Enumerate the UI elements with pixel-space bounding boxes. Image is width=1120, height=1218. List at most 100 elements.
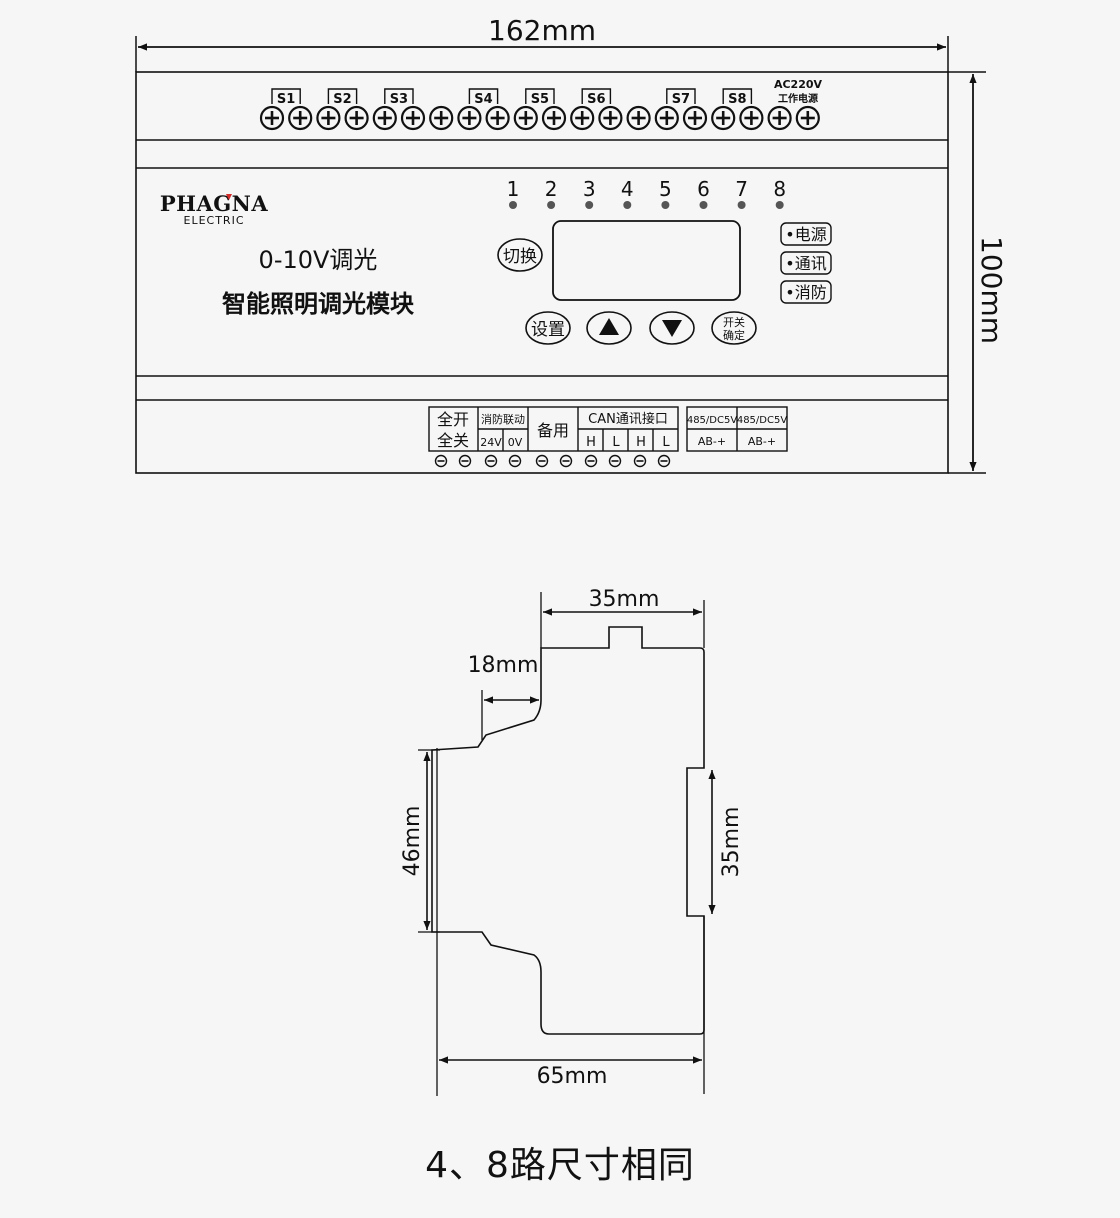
screw-terminal-plus-icon	[570, 105, 595, 131]
bottom-terminal-table: 全开 全关 消防联动 24V 0V 备用 CAN通讯接口 H L H L 485…	[428, 406, 788, 452]
screw-terminal-plus-icon	[288, 105, 313, 131]
rail-height-label: 46mm	[400, 806, 425, 877]
down-arrow-icon	[662, 320, 682, 337]
led-number-3: 3	[583, 177, 596, 201]
screw-terminal-plus-icon	[372, 105, 397, 131]
product-name: 智能照明调光模块	[222, 290, 414, 318]
led-number-2: 2	[545, 177, 558, 201]
screw-terminal-plus-icon	[316, 105, 341, 131]
power-indicator: •电源	[785, 225, 826, 244]
setup-button-label: 设置	[531, 320, 565, 340]
screw-terminal-minus-icon	[484, 454, 498, 468]
screw-terminal-plus-icon	[767, 105, 792, 131]
rs485-b-pins: AB-+	[748, 435, 776, 448]
led-dot-icon	[775, 201, 784, 209]
spare-label: 备用	[537, 421, 569, 440]
switch-button-label: 切换	[503, 247, 537, 267]
footer-note: 4、8路尺寸相同	[425, 1145, 695, 1186]
up-button[interactable]	[586, 311, 632, 345]
channel-label-4: S4	[468, 88, 499, 107]
led-dot-icon	[585, 201, 594, 209]
channel-label-1: S1	[271, 88, 301, 107]
width-dimension: 162mm	[135, 14, 949, 72]
channel-label-text: S3	[390, 92, 408, 107]
side-view: 35mm 18mm 46mm 35mm 65mm	[400, 587, 744, 1096]
rs485-b-label: 485/DC5V	[737, 415, 788, 426]
top-width-dimension: 35mm	[540, 587, 705, 648]
v0-label: 0V	[508, 436, 523, 449]
channel-label-2: S2	[327, 88, 358, 107]
led-dot-icon	[699, 201, 708, 209]
channel-label-text: S8	[728, 92, 746, 107]
screw-terminal-plus-icon	[400, 105, 426, 131]
screw-terminal-minus-icon	[559, 454, 573, 468]
depth-label: 65mm	[537, 1064, 608, 1089]
step-dimension: 18mm	[468, 653, 539, 740]
fire-link-label: 消防联动	[481, 412, 525, 426]
brand-logo: PHAGNA ELECTRIC	[160, 191, 269, 227]
fire-indicator-box	[780, 280, 832, 304]
power-indicator-box	[780, 222, 832, 246]
right-height-dimension: 35mm	[703, 770, 744, 1094]
power-label: AC220V	[774, 78, 823, 91]
side-profile-outline	[431, 626, 705, 1035]
brand-accent-icon	[226, 194, 232, 200]
screw-terminal-minus-icon	[458, 454, 472, 468]
all-off-label: 全关	[437, 431, 469, 450]
channel-label-text: S5	[531, 92, 549, 107]
screw-terminal-plus-icon	[598, 105, 623, 131]
switch-button[interactable]: 切换	[497, 238, 543, 272]
down-button[interactable]	[649, 311, 695, 345]
height-dimension: 100mm	[948, 71, 1008, 474]
setup-button[interactable]: 设置	[525, 311, 571, 345]
status-indicators: •电源 •通讯 •消防	[780, 222, 832, 304]
screw-terminal-minus-icon	[608, 454, 622, 468]
channel-label-text: S7	[672, 92, 690, 107]
screw-terminal-plus-icon	[626, 105, 651, 131]
led-number-4: 4	[621, 177, 634, 201]
screw-terminal-plus-icon	[739, 105, 764, 131]
screw-terminal-plus-icon	[429, 105, 454, 131]
screw-terminal-plus-icon	[259, 105, 285, 131]
fire-indicator: •消防	[785, 283, 826, 302]
screw-terminal-plus-icon	[682, 105, 708, 131]
led-dot-icon	[661, 201, 670, 209]
channel-label-3: S3	[384, 88, 414, 107]
lcd-display	[552, 220, 741, 301]
confirm-button[interactable]: 开关 确定	[711, 311, 757, 345]
screw-terminal-plus-icon	[711, 105, 736, 131]
width-label: 162mm	[488, 14, 596, 47]
can-label: CAN通讯接口	[588, 411, 668, 427]
height-label: 100mm	[975, 236, 1008, 344]
depth-dimension: 65mm	[439, 1056, 702, 1089]
screw-terminal-minus-icon	[584, 454, 598, 468]
can-pin-l2: L	[662, 435, 670, 450]
up-arrow-icon	[599, 318, 619, 335]
v24-label: 24V	[480, 436, 502, 449]
channel-label-text: S1	[277, 92, 295, 107]
can-pin-l1: L	[612, 435, 620, 450]
rail-height-dimension: 46mm	[400, 748, 440, 1096]
channel-label-text: S6	[587, 92, 605, 107]
brand-name: PHAGNA	[160, 191, 269, 216]
led-dot-icon	[737, 201, 746, 209]
led-number-1: 1	[507, 177, 520, 201]
channel-label-8: S8	[722, 88, 753, 107]
confirm-button-line1: 开关	[723, 315, 745, 329]
brand-sub: ELECTRIC	[184, 214, 245, 227]
all-on-label: 全开	[437, 410, 469, 429]
screw-terminal-plus-icon	[795, 105, 820, 131]
led-number-8: 8	[773, 177, 786, 201]
comm-indicator-box	[780, 251, 832, 275]
rs485-a-pins: AB-+	[698, 435, 726, 448]
screw-terminal-plus-icon	[485, 105, 510, 131]
product-type: 0-10V调光	[259, 246, 378, 274]
can-pin-h1: H	[586, 435, 596, 450]
right-height-label: 35mm	[719, 807, 744, 878]
comm-indicator: •通讯	[785, 254, 826, 273]
confirm-button-line2: 确定	[723, 328, 745, 342]
led-dot-icon	[509, 201, 517, 209]
